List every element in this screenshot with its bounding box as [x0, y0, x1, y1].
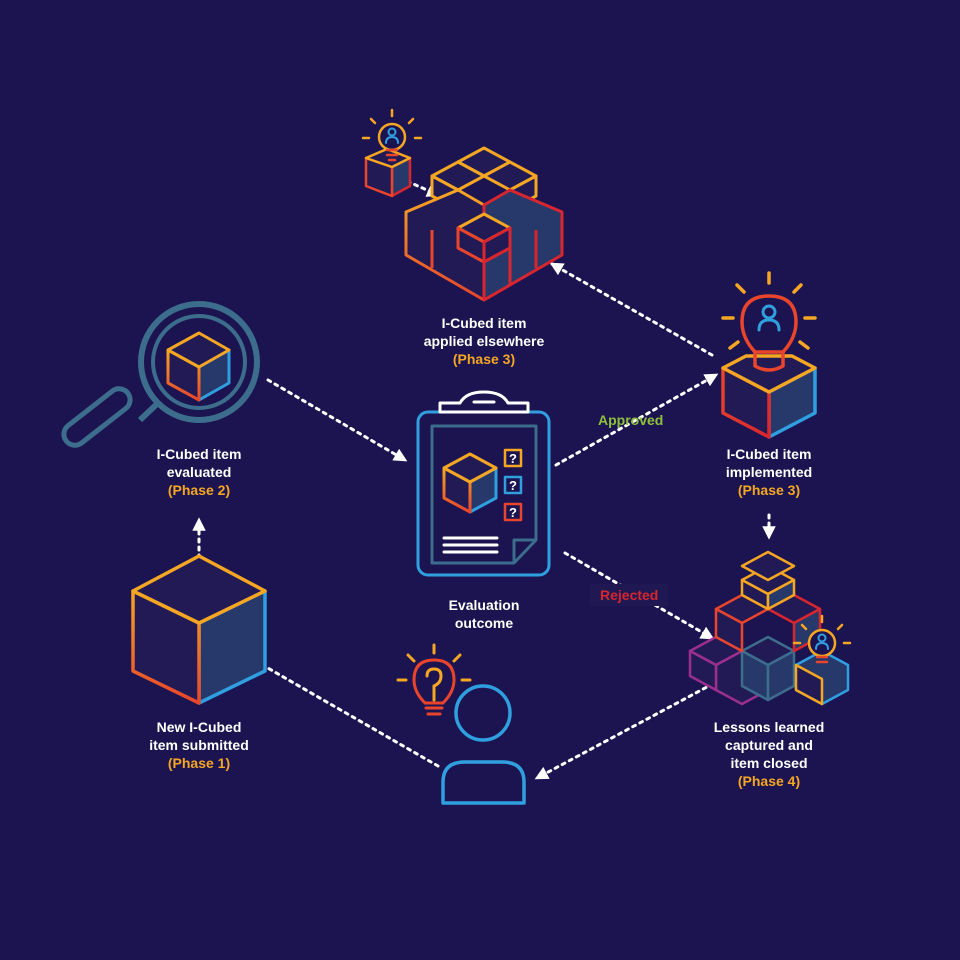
cube-pyramid-icon: [688, 550, 850, 706]
label-lessons: Lessons learned captured and item closed…: [713, 719, 825, 789]
label-outcome: Evaluation outcome: [448, 597, 520, 631]
svg-text:?: ?: [509, 451, 517, 466]
lightbulb-icon: [361, 108, 423, 162]
label-applied: I-Cubed item applied elsewhere (Phase 3): [423, 315, 545, 367]
lightbulb-icon: [792, 614, 852, 664]
flow-arrows: [192, 176, 776, 780]
arrow-outcome-to-implemented: [554, 373, 719, 467]
arrow-lessons-to-person: [534, 678, 722, 780]
svg-text:?: ?: [509, 478, 517, 493]
label-submitted: New I-Cubed item submitted (Phase 1): [149, 719, 249, 771]
small-cube-icon: [364, 147, 412, 198]
label-evaluated: I-Cubed item evaluated (Phase 2): [156, 446, 242, 498]
cross-cubes-icon: [404, 146, 564, 302]
clipboard-icon: ? ? ?: [416, 390, 551, 577]
arrow-outcome-to-lessons: [563, 551, 715, 640]
cube-icon: [131, 554, 267, 705]
cube-icon: [721, 352, 817, 439]
arrow-implemented-to-applied: [549, 262, 714, 357]
edge-label-approved: Approved: [598, 412, 664, 428]
arrow-evaluated-to-outcome: [266, 378, 408, 462]
magnifier-icon: [61, 301, 260, 448]
arrow-person-to-submitted: [230, 646, 440, 768]
label-implemented: I-Cubed item implemented (Phase 3): [725, 446, 813, 498]
edge-label-rejected: Rejected: [590, 584, 669, 606]
lightbulb-icon: [396, 643, 472, 716]
svg-text:?: ?: [509, 505, 517, 520]
lightbulb-icon: [721, 271, 817, 354]
person-icon: [441, 684, 526, 805]
